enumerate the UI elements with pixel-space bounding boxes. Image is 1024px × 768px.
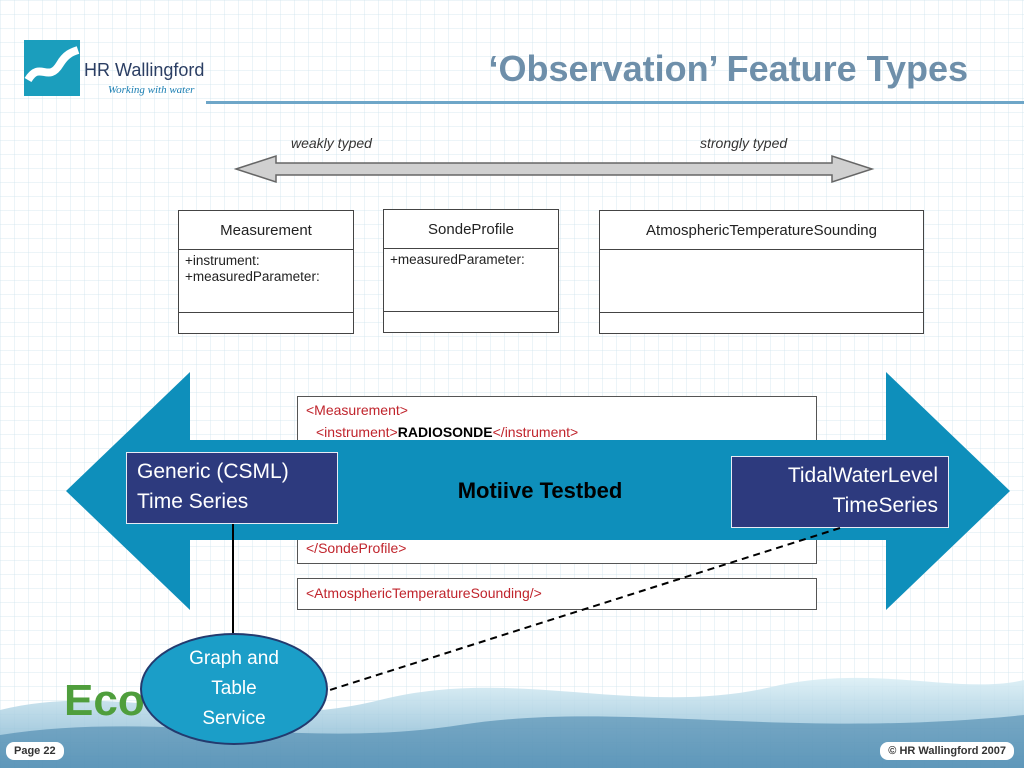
xml-measurement-box: <Measurement> <instrument>RADIOSONDE</in… bbox=[297, 396, 817, 442]
uml-class-operations bbox=[179, 312, 353, 333]
hr-wallingford-logo-icon bbox=[24, 40, 80, 96]
dashed-connector bbox=[329, 527, 841, 691]
xml-instrument-line: <instrument>RADIOSONDE</instrument> bbox=[306, 421, 808, 443]
uml-class-atmospheric-temperature-sounding: AtmosphericTemperatureSounding bbox=[599, 210, 924, 334]
graph-table-service-node: Graph and Table Service bbox=[140, 633, 328, 745]
strongly-typed-label: strongly typed bbox=[700, 135, 788, 151]
generic-csml-time-series-box: Generic (CSML) Time Series bbox=[126, 452, 338, 524]
uml-class-sondeprofile: SondeProfile +measuredParameter: bbox=[383, 209, 559, 333]
xml-measurement-open: <Measurement> bbox=[306, 402, 408, 418]
uml-class-attributes: +measuredParameter: bbox=[390, 252, 525, 267]
graph-table-service-label: Graph and Table Service bbox=[189, 648, 279, 729]
xml-instrument-close: </instrument> bbox=[492, 424, 579, 440]
title-divider bbox=[206, 101, 1024, 104]
typing-double-arrow bbox=[234, 154, 875, 184]
uml-class-name: SondeProfile bbox=[384, 210, 558, 249]
water-splash-image bbox=[0, 677, 1024, 768]
logo-name: HR Wallingford bbox=[84, 60, 205, 80]
xml-instrument-open: <instrument> bbox=[316, 424, 398, 440]
testbed-double-arrow bbox=[66, 372, 1010, 610]
page-number: Page 22 bbox=[6, 742, 64, 760]
xml-ats: <AtmosphericTemperatureSounding/> bbox=[306, 585, 542, 601]
copyright: © HR Wallingford 2007 bbox=[880, 742, 1014, 760]
logo-tagline: Working with water bbox=[108, 84, 195, 96]
uml-class-operations bbox=[600, 312, 923, 333]
weakly-typed-label: weakly typed bbox=[291, 135, 372, 151]
uml-class-attributes: +instrument: +measuredParameter: bbox=[185, 253, 320, 284]
uml-class-measurement: Measurement +instrument: +measuredParame… bbox=[178, 210, 354, 334]
xml-instrument-value: RADIOSONDE bbox=[397, 424, 493, 440]
tidal-water-level-box: TidalWaterLevel TimeSeries bbox=[731, 456, 949, 528]
uml-class-name: Measurement bbox=[179, 211, 353, 250]
testbed-label: Motiive Testbed bbox=[457, 478, 623, 503]
slide-title: ‘Observation’ Feature Types bbox=[488, 48, 969, 89]
xml-sonde-close: </SondeProfile> bbox=[306, 540, 407, 556]
uml-class-operations bbox=[384, 311, 558, 332]
uml-class-name: AtmosphericTemperatureSounding bbox=[600, 211, 923, 250]
xml-ats-box: <AtmosphericTemperatureSounding/> bbox=[297, 578, 817, 610]
